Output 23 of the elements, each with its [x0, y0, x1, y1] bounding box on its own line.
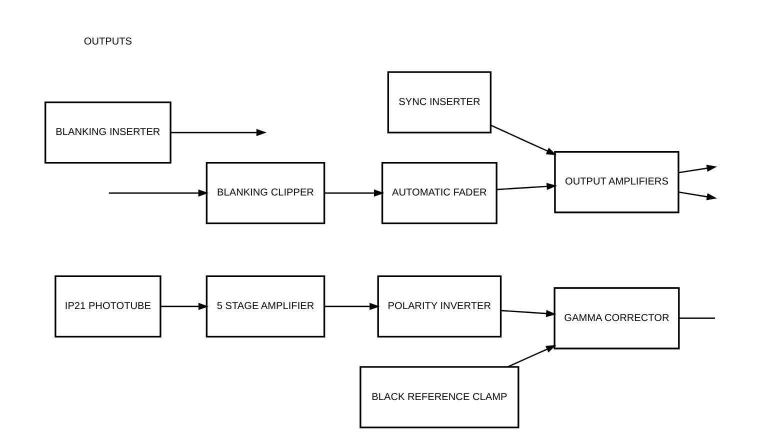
arrow — [496, 182, 557, 190]
node-box: IP21 PHOTOTUBE — [54, 275, 162, 338]
label: OUTPUTS — [84, 36, 132, 48]
arrow — [678, 164, 717, 174]
arrow — [108, 189, 209, 197]
node-box: BLANKING CLIPPER — [206, 162, 326, 224]
node-box: AUTOMATIC FADER — [381, 162, 498, 224]
arrow — [500, 310, 556, 318]
node-box: POLARITY INVERTER — [377, 275, 502, 338]
arrow — [507, 345, 556, 368]
node-box: BLACK REFERENCE CLAMP — [360, 366, 520, 428]
connector — [679, 318, 715, 319]
arrow — [490, 124, 557, 156]
node-box: SYNC INSERTER — [387, 71, 492, 134]
node-box: OUTPUT AMPLIFIERS — [554, 151, 680, 214]
arrow — [160, 302, 209, 310]
node-box: GAMMA CORRECTOR — [554, 287, 680, 350]
arrow — [678, 191, 717, 200]
arrow — [324, 189, 384, 197]
arrow — [170, 128, 267, 136]
arrow — [324, 302, 380, 310]
node-box: BLANKING INSERTER — [44, 101, 172, 164]
node-box: 5 STAGE AMPLIFIER — [206, 275, 326, 338]
